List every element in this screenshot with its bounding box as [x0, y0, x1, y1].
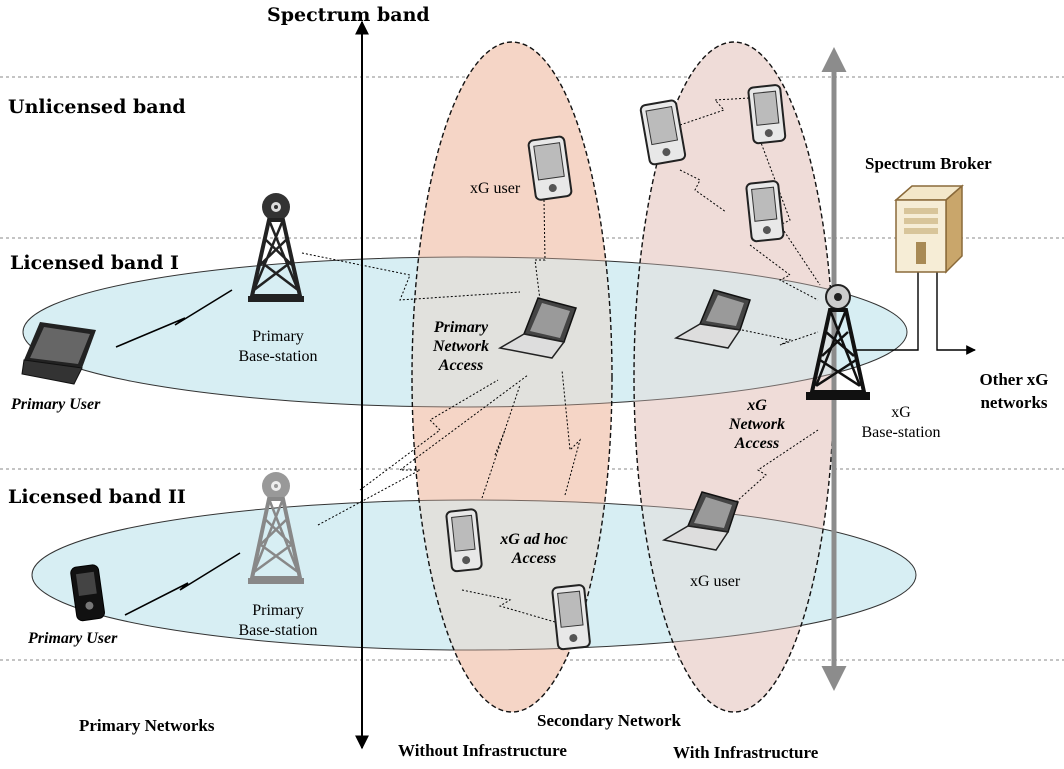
secondary-network-label: Secondary Network	[537, 711, 682, 730]
pda-middle-right-icon	[745, 180, 785, 243]
spectrum-broker-server-icon	[894, 184, 964, 274]
xg-network-access-label: xG Network Access	[729, 397, 785, 452]
primary-user-2-phone-icon	[70, 564, 105, 622]
pda-xg-user-top-icon	[527, 135, 573, 201]
primary-user-1-label: Primary User	[11, 396, 101, 413]
primary-network-access-label: Primary Network Access	[433, 319, 489, 374]
wireless-links	[115, 289, 241, 616]
xg-adhoc-access-label: xG ad hoc Access	[500, 531, 568, 567]
pda-adhoc-right-icon	[551, 584, 591, 651]
xg-base-station-icon	[806, 284, 870, 400]
xg-user-bottom-label: xG user	[690, 573, 741, 590]
licensed-band-2-label: Licensed band II	[8, 486, 186, 508]
laptop-xg-user-bottom-icon	[661, 491, 739, 551]
pda-upper-right-icon	[747, 84, 787, 145]
laptop-xg-network-icon	[673, 289, 751, 349]
without-infrastructure-label: Without Infrastructure	[398, 741, 567, 760]
primary-networks-label: Primary Networks	[79, 716, 215, 735]
broker-links	[854, 262, 976, 355]
unlicensed-band-label: Unlicensed band	[8, 96, 186, 118]
pda-adhoc-left-icon	[445, 508, 483, 573]
primary-user-1-laptop-icon	[21, 322, 96, 385]
primary-base-station-2-label: Primary Base-station	[238, 602, 318, 639]
primary-base-station-2-icon	[248, 472, 304, 584]
spectrum-band-label: Spectrum band	[267, 4, 430, 26]
link-primary-user-2	[124, 552, 241, 616]
link-primary-user-1	[115, 289, 233, 348]
licensed-band-1-label: Licensed band I	[10, 252, 179, 274]
xg-base-station-label: xG Base-station	[861, 404, 941, 441]
primary-user-2-label: Primary User	[28, 630, 118, 647]
dotted-links	[301, 97, 821, 623]
without-infra-outline	[411, 41, 613, 713]
with-infrastructure-label: With Infrastructure	[673, 743, 819, 762]
laptop-primary-network-access-icon	[497, 297, 577, 359]
xg-user-top-label: xG user	[470, 180, 521, 197]
primary-base-station-1-label: Primary Base-station	[238, 328, 318, 365]
other-xg-networks-label: Other xG networks	[979, 370, 1049, 412]
pda-upper-left-icon	[639, 99, 687, 166]
licensed-band-1-ellipse	[22, 256, 908, 408]
spectrum-broker-label: Spectrum Broker	[865, 154, 992, 173]
primary-base-station-1-icon	[248, 193, 304, 302]
